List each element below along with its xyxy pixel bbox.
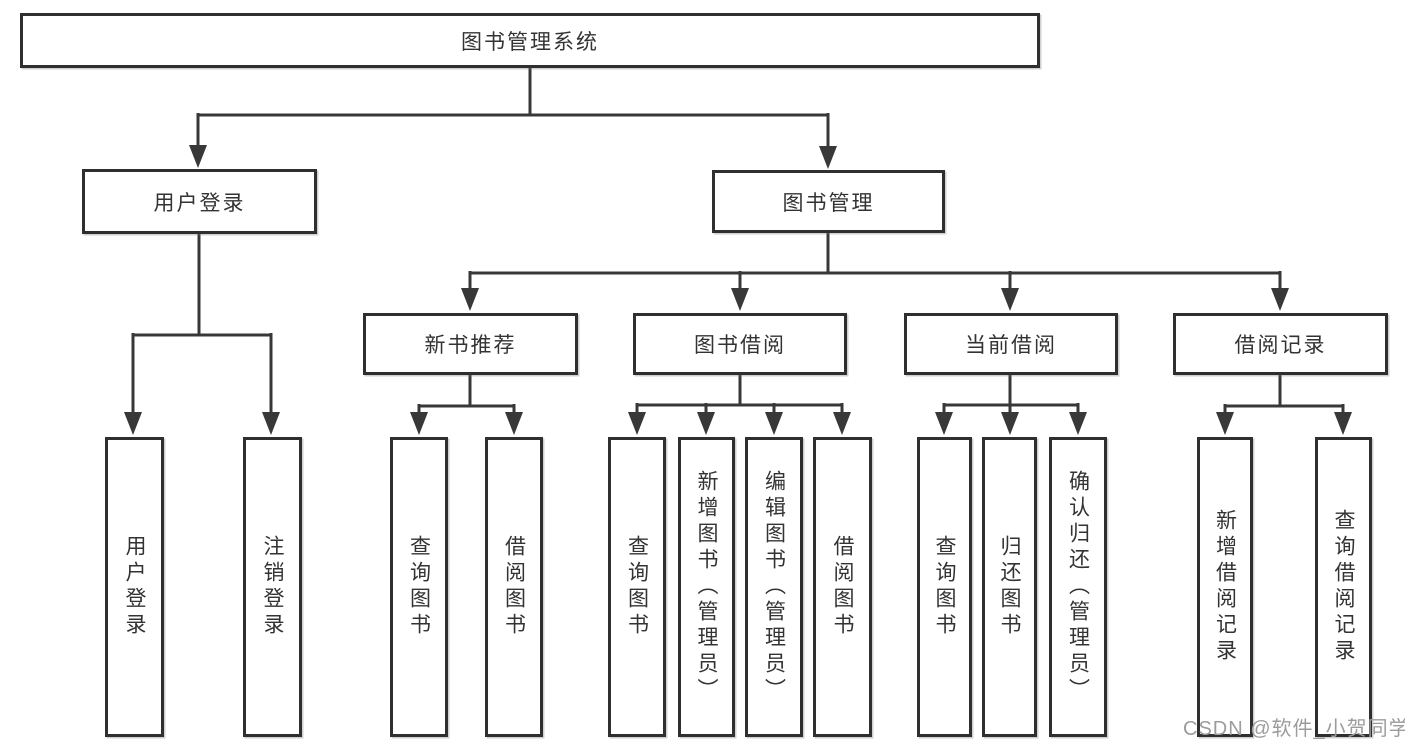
node-book-borrow: 图书借阅 bbox=[633, 313, 847, 375]
leaf-current-confirm-admin-label: 确认归还（管理员） bbox=[1066, 470, 1090, 704]
leaf-user-login-label: 用户登录 bbox=[123, 535, 146, 639]
node-current-borrow: 当前借阅 bbox=[904, 313, 1118, 375]
leaf-newbook-query-label: 查询图书 bbox=[407, 535, 431, 639]
node-user-login-group-label: 用户登录 bbox=[153, 191, 246, 215]
leaf-newbook-borrow-label: 借阅图书 bbox=[502, 535, 526, 639]
leaf-record-query-label: 查询借阅记录 bbox=[1332, 509, 1355, 665]
leaf-logout: 注销登录 bbox=[243, 437, 302, 737]
leaf-user-login: 用户登录 bbox=[105, 437, 164, 737]
leaf-borrow-borrow: 借阅图书 bbox=[813, 437, 872, 737]
node-book-management-label: 图书管理 bbox=[782, 191, 875, 215]
leaf-record-query: 查询借阅记录 bbox=[1315, 437, 1372, 737]
node-user-login-group: 用户登录 bbox=[82, 169, 317, 234]
leaf-borrow-edit-admin-label: 编辑图书（管理员） bbox=[762, 470, 786, 704]
leaf-newbook-query: 查询图书 bbox=[390, 437, 448, 737]
leaf-current-query: 查询图书 bbox=[917, 437, 972, 737]
leaf-borrow-add-admin-label: 新增图书（管理员） bbox=[695, 470, 718, 704]
node-book-management: 图书管理 bbox=[712, 170, 945, 233]
leaf-logout-label: 注销登录 bbox=[261, 535, 284, 639]
leaf-newbook-borrow: 借阅图书 bbox=[485, 437, 543, 737]
leaf-record-add-label: 新增借阅记录 bbox=[1213, 509, 1237, 665]
leaf-current-return-label: 归还图书 bbox=[998, 535, 1021, 639]
node-new-book-recommend-label: 新书推荐 bbox=[424, 334, 517, 357]
leaf-borrow-borrow-label: 借阅图书 bbox=[831, 535, 854, 639]
leaf-borrow-edit-admin: 编辑图书（管理员） bbox=[745, 437, 803, 737]
leaf-record-add: 新增借阅记录 bbox=[1197, 437, 1253, 737]
node-new-book-recommend: 新书推荐 bbox=[363, 313, 578, 375]
csdn-watermark: CSDN @软件_小贺同学 bbox=[1183, 718, 1405, 740]
node-book-borrow-label: 图书借阅 bbox=[694, 334, 786, 357]
leaf-current-query-label: 查询图书 bbox=[933, 535, 956, 639]
node-borrow-record: 借阅记录 bbox=[1173, 313, 1388, 375]
node-current-borrow-label: 当前借阅 bbox=[965, 334, 1057, 357]
leaf-borrow-add-admin: 新增图书（管理员） bbox=[678, 437, 735, 737]
node-borrow-record-label: 借阅记录 bbox=[1234, 334, 1327, 357]
leaf-borrow-query-label: 查询图书 bbox=[625, 535, 649, 639]
node-root-system: 图书管理系统 bbox=[20, 13, 1040, 68]
node-root-label: 图书管理系统 bbox=[461, 30, 599, 54]
leaf-current-confirm-admin: 确认归还（管理员） bbox=[1049, 437, 1107, 737]
leaf-borrow-query: 查询图书 bbox=[608, 437, 666, 737]
leaf-current-return: 归还图书 bbox=[982, 437, 1037, 737]
